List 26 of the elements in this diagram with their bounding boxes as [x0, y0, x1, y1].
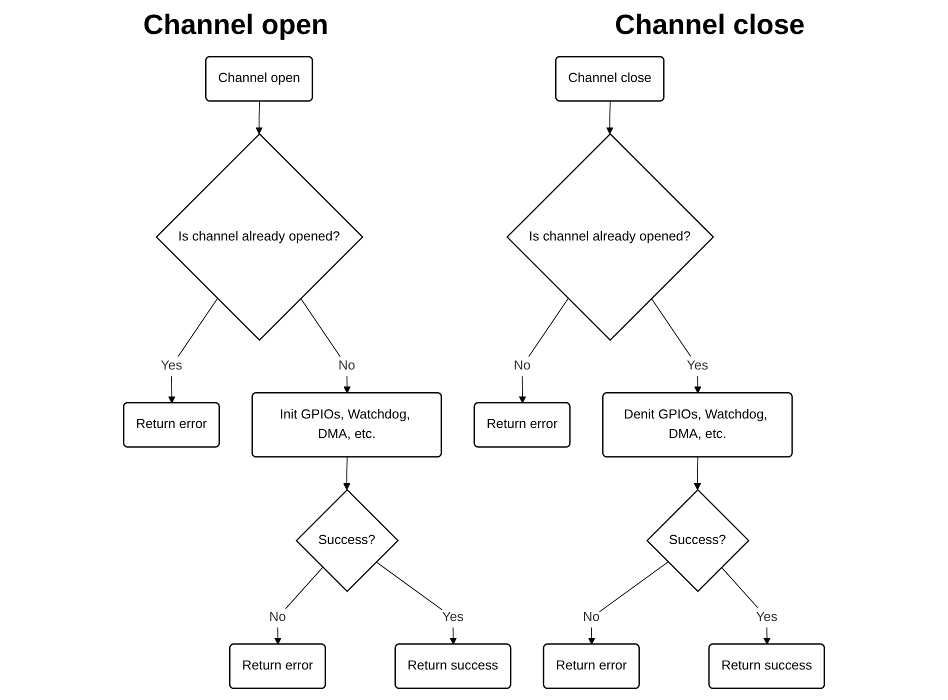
edge-label: Yes — [686, 359, 708, 373]
arrow — [274, 566, 324, 645]
arrow — [255, 101, 263, 134]
edge-label: No — [338, 359, 356, 373]
edge-label: No — [514, 359, 531, 373]
arrow — [588, 562, 668, 645]
arrow — [168, 298, 218, 404]
arrow — [721, 566, 771, 645]
edge-label: Yes — [160, 359, 182, 373]
flowchart-heading: Channel close — [614, 9, 805, 41]
edge-label: No — [582, 610, 600, 624]
edge-label: No — [269, 610, 286, 624]
arrow — [694, 456, 702, 490]
arrow — [376, 562, 457, 645]
node-diamond: Success? — [296, 488, 399, 592]
node-diamond: Is channel already opened? — [156, 133, 364, 341]
edge-label: Yes — [756, 610, 778, 624]
arrow — [651, 298, 702, 394]
node-diamond: Is channel already opened? — [506, 133, 714, 341]
flowchart-heading: Channel open — [143, 9, 328, 41]
edge-label: Yes — [442, 610, 464, 624]
arrow — [518, 298, 569, 404]
arrow — [300, 298, 351, 394]
arrow — [343, 456, 350, 490]
node-diamond: Success? — [646, 488, 750, 592]
arrow — [606, 101, 614, 134]
